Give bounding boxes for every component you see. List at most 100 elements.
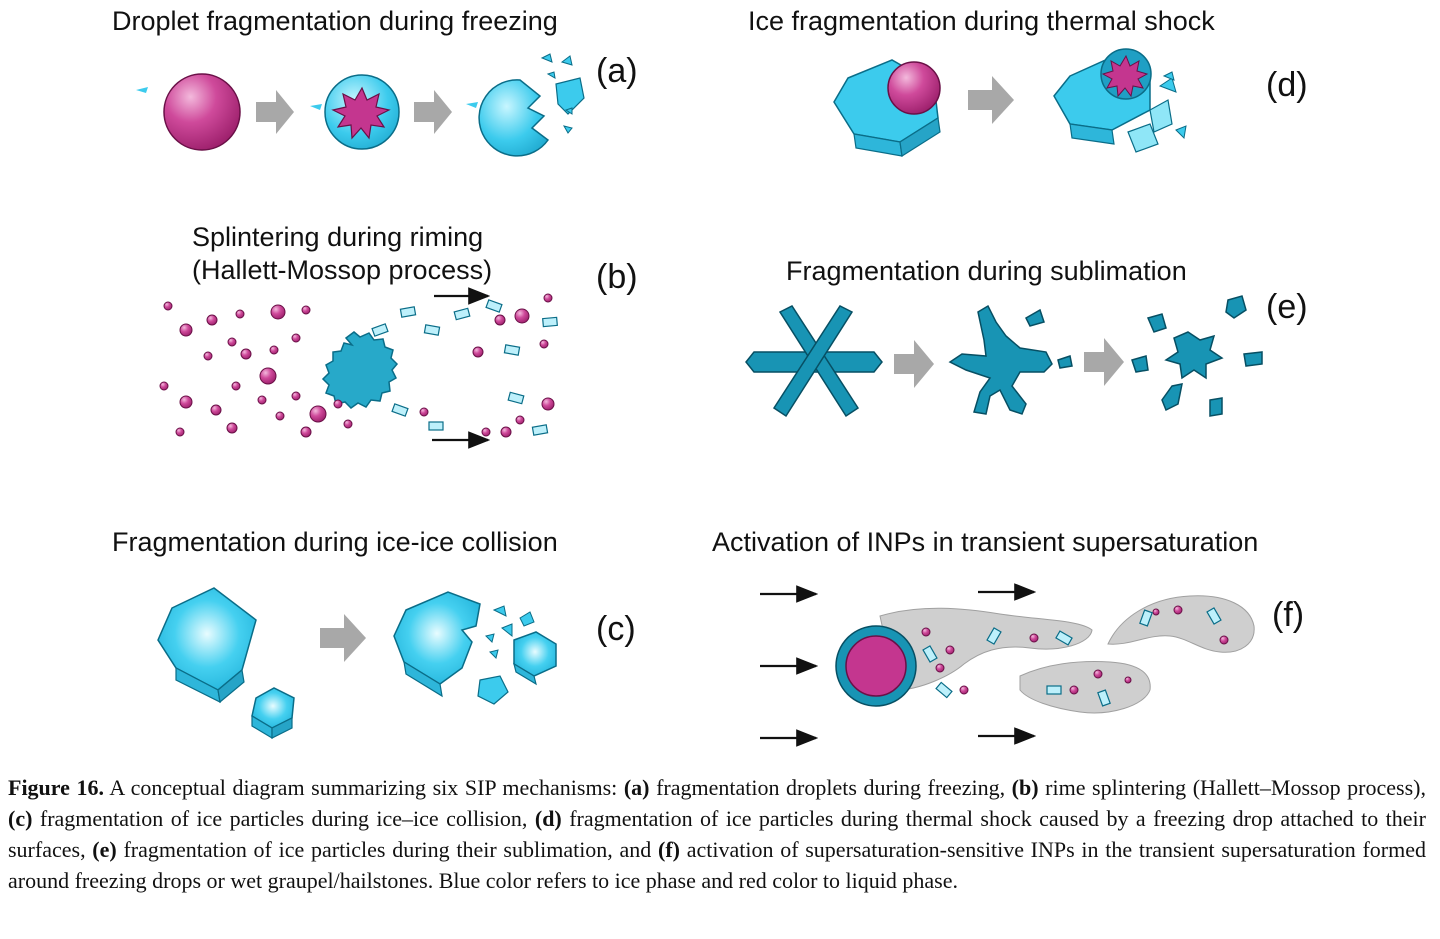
liquid-droplet <box>472 346 484 358</box>
caption-fig-label: Figure 16. <box>8 775 104 800</box>
liquid-droplet <box>419 407 429 417</box>
liquid-droplet <box>1029 633 1039 643</box>
sublimating-snowflake <box>948 304 1073 415</box>
transient-supersaturation-plume <box>879 595 1255 714</box>
caption-intro: A conceptual diagram summarizing six SIP… <box>104 775 624 800</box>
liquid-droplet <box>270 304 286 320</box>
ice-splinter <box>310 104 322 110</box>
panel-a-graphic <box>136 53 585 157</box>
liquid-droplet <box>945 645 955 655</box>
liquid-droplet <box>175 427 185 437</box>
caption-tag-e: (e) <box>92 837 117 862</box>
liquid-droplet <box>163 301 173 311</box>
liquid-droplet <box>539 339 549 349</box>
ice-column <box>922 645 938 663</box>
liquid-droplet <box>159 381 169 391</box>
caption-tag-d: (d) <box>534 806 562 831</box>
ice-splinters-columns <box>371 299 558 436</box>
broken-hex-ice-crystal <box>393 591 481 698</box>
snowflake-fragments <box>1131 295 1263 417</box>
liquid-droplet <box>959 685 969 695</box>
shattered-ice-shell <box>478 79 550 157</box>
caption-text-f: activation of supersaturation-sensitive … <box>8 837 1426 893</box>
large-hex-ice-crystal <box>157 587 257 704</box>
ice-column <box>1206 607 1222 625</box>
liquid-droplet <box>333 399 343 409</box>
liquid-droplet <box>257 395 267 405</box>
liquid-droplet <box>1152 608 1160 616</box>
ice-column <box>1139 609 1153 627</box>
panel-d-graphic <box>833 48 1187 158</box>
ice-column <box>503 344 521 356</box>
ice-splinter <box>466 102 478 108</box>
supercooled-droplet <box>163 73 241 151</box>
gray-arrow <box>320 614 366 662</box>
liquid-droplet <box>291 391 301 401</box>
liquid-droplet <box>275 411 285 421</box>
ice-column <box>399 306 417 318</box>
caption-text-e: fragmentation of ice particles during th… <box>116 837 659 862</box>
gray-arrow <box>256 90 294 134</box>
caption-tag-b: (b) <box>1011 775 1039 800</box>
ice-splinter <box>136 87 148 93</box>
liquid-core-star <box>1101 54 1149 98</box>
ice-splinter <box>540 53 553 63</box>
caption-tag-f: (f) <box>658 837 680 862</box>
panel-c-graphic <box>157 587 557 740</box>
dendrite-snowflake <box>745 305 883 418</box>
liquid-droplet <box>259 367 277 385</box>
panel-b-title-line2: (Hallett-Mossop process) <box>192 255 493 285</box>
liquid-droplet <box>1069 685 1079 695</box>
panel-f-title: Activation of INPs in transient supersat… <box>712 527 1259 557</box>
caption-text-b: rime splintering (Hallett–Mossop process… <box>1038 775 1426 800</box>
ice-column <box>485 299 503 313</box>
liquid-droplet <box>481 427 491 437</box>
ice-column <box>391 403 409 417</box>
gray-arrow <box>1084 338 1124 386</box>
liquid-droplet <box>206 314 218 326</box>
caption-text-c: fragmentation of ice particles during ic… <box>32 806 535 831</box>
ice-splinter <box>560 55 573 66</box>
liquid-droplet <box>921 627 931 637</box>
liquid-droplet <box>343 419 353 429</box>
liquid-droplet <box>300 426 312 438</box>
caption-text-d: fragmentation of ice particles during th… <box>8 806 1426 862</box>
activated-ice-crystals <box>922 607 1222 707</box>
liquid-droplet <box>235 309 245 319</box>
ice-column <box>1046 685 1062 695</box>
ice-column <box>531 424 549 436</box>
liquid-droplet <box>227 337 237 347</box>
panel-f-graphic <box>760 583 1255 747</box>
panel-e-label: (e) <box>1266 288 1308 326</box>
caption-tag-c: (c) <box>8 806 33 831</box>
liquid-droplet <box>231 381 241 391</box>
ice-column <box>453 307 471 321</box>
liquid-droplet <box>179 323 193 337</box>
liquid-droplet <box>226 422 238 434</box>
liquid-droplet <box>301 305 311 315</box>
ice-column <box>371 323 389 337</box>
ice-column <box>1055 630 1073 646</box>
panel-c-title: Fragmentation during ice-ice collision <box>112 527 558 557</box>
ice-column <box>542 316 558 328</box>
liquid-droplet <box>240 348 252 360</box>
shell-fragment <box>555 77 585 115</box>
liquid-droplet <box>1219 635 1229 645</box>
liquid-droplet <box>500 426 512 438</box>
liquid-droplet <box>210 404 222 416</box>
liquid-droplet <box>515 415 525 425</box>
attached-liquid-drop <box>887 61 941 115</box>
liquid-droplet <box>543 293 553 303</box>
ice-splinter <box>546 71 556 79</box>
ice-column <box>935 681 953 699</box>
inp-droplets <box>921 605 1229 695</box>
liquid-droplet <box>935 663 945 673</box>
liquid-droplet <box>1093 669 1103 679</box>
panel-e-graphic <box>745 295 1263 418</box>
liquid-droplet <box>514 308 530 324</box>
caption-text-a: fragmentation droplets during freezing, <box>649 775 1012 800</box>
panel-b-label: (b) <box>596 258 638 296</box>
liquid-droplet <box>203 351 213 361</box>
caption-tag-a: (a) <box>623 775 650 800</box>
rimed-graupel <box>321 331 399 409</box>
